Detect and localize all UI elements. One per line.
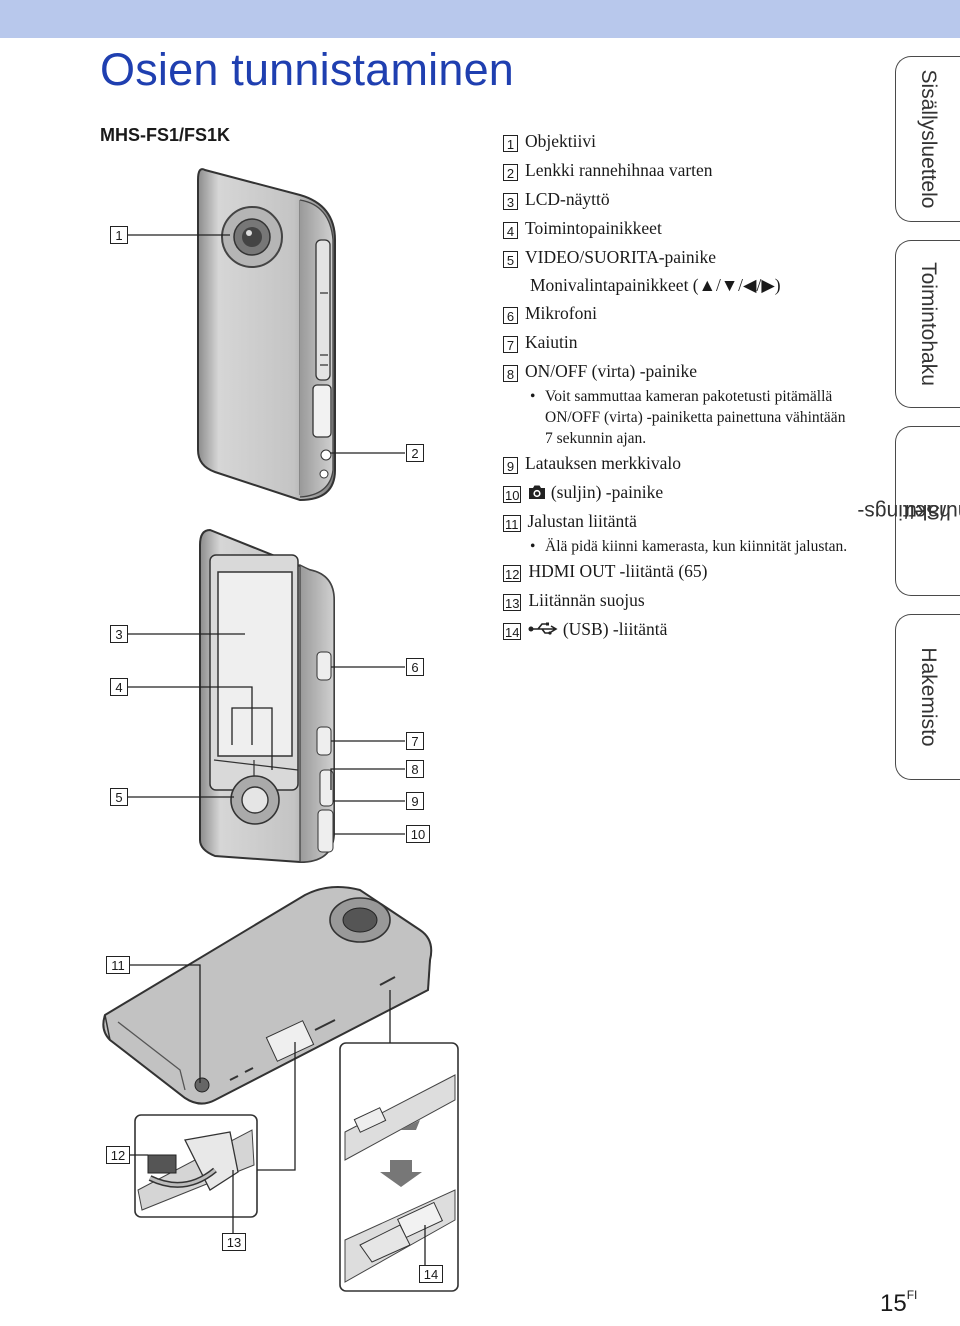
tab-contents[interactable]: Sisällysluettelo xyxy=(895,56,960,222)
part-number: 12 xyxy=(503,565,522,582)
diagram-label: 13 xyxy=(222,1233,246,1251)
tab-index[interactable]: Hakemisto xyxy=(895,614,960,780)
diagram-label: 5 xyxy=(110,788,128,806)
tab-line: haku xyxy=(905,500,951,523)
tab-menu-settings-search[interactable]: Menu/Settings-haku xyxy=(857,426,960,596)
model-name: MHS-FS1/FS1K xyxy=(100,125,231,145)
leader-lines xyxy=(128,234,426,1265)
page-number: 15FI xyxy=(880,1288,918,1317)
camera-icon xyxy=(529,485,546,499)
part-number: 10 xyxy=(503,486,522,503)
note-text: Voit sammuttaa kameran pakotetusti pitäm… xyxy=(503,386,848,449)
diagram-label: 1 xyxy=(110,226,128,244)
header-band xyxy=(0,0,960,38)
page-title: Osien tunnistaminen xyxy=(100,44,515,95)
device-tilted-view xyxy=(102,885,433,1105)
part-number: 7 xyxy=(503,336,518,353)
part-number: 4 xyxy=(503,222,518,239)
part-number: 6 xyxy=(503,307,518,324)
hdmi-detail xyxy=(134,1114,258,1218)
part-number: 14 xyxy=(503,623,522,640)
language-code: FI xyxy=(906,1288,918,1302)
diagram-label: 6 xyxy=(406,658,424,676)
usb-icon xyxy=(528,622,559,635)
part-number: 2 xyxy=(503,164,518,181)
diagram-label: 4 xyxy=(110,678,128,696)
part-number: 11 xyxy=(503,515,521,532)
note-text: Älä pidä kiinni kamerasta, kun kiinnität… xyxy=(503,536,848,557)
part-number: 5 xyxy=(503,251,518,268)
device-back-view xyxy=(197,168,336,502)
diagram-label: 8 xyxy=(406,760,424,778)
diagram-label: 12 xyxy=(106,1146,130,1164)
list-item: 8ON/OFF (virta) -painike Voit sammuttaa … xyxy=(503,357,848,449)
part-number: 9 xyxy=(503,457,518,474)
usb-detail xyxy=(339,1042,459,1292)
device-front-view xyxy=(199,528,335,864)
diagram-label: 3 xyxy=(110,625,128,643)
part-number: 3 xyxy=(503,193,518,210)
part-number: 1 xyxy=(503,135,518,152)
diagram-label: 9 xyxy=(406,792,424,810)
part-number: 13 xyxy=(503,594,522,611)
diagram-label: 2 xyxy=(406,444,424,462)
diagram-label: 11 xyxy=(106,956,130,974)
diagram-label: 7 xyxy=(406,732,424,750)
diagram-label: 14 xyxy=(419,1265,443,1283)
list-item: 14 (USB) -liitäntä xyxy=(503,619,668,640)
list-item: 10 (suljin) -painike xyxy=(503,482,664,503)
part-number: 8 xyxy=(503,365,518,382)
tab-function-search[interactable]: Toimintohaku xyxy=(895,240,960,408)
diagram-label: 10 xyxy=(406,825,430,843)
